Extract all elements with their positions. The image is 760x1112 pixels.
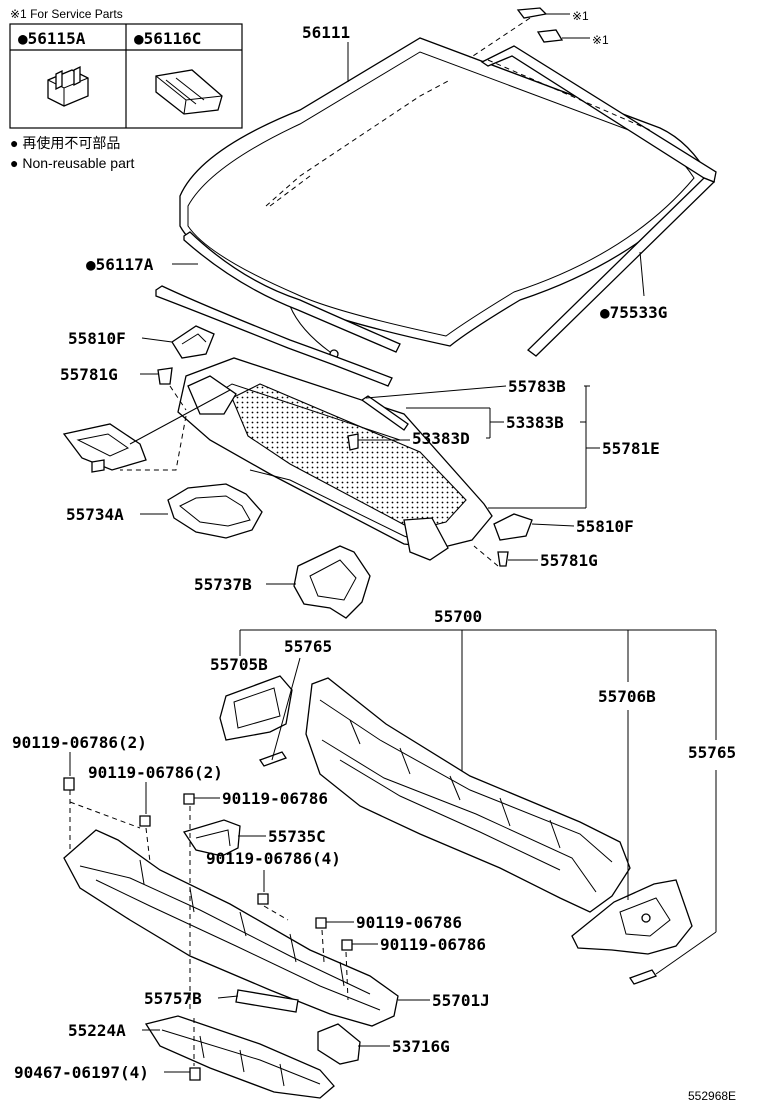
cowl-cover-left [167, 483, 263, 539]
duct-55737b [293, 545, 371, 619]
clip-56115a-drawing [47, 65, 89, 107]
label-55757b: 55757B [144, 989, 202, 1008]
bracket-left-lower [62, 423, 147, 473]
lower-cowl-drawing [63, 829, 399, 1027]
label-90467: 90467-06197(4) [14, 1063, 149, 1082]
seal-55783b-drawing [360, 395, 409, 431]
label-55700: 55700 [434, 607, 482, 626]
pad-55757b-drawing [235, 989, 299, 1013]
label-55765-left: 55765 [284, 637, 332, 656]
label-55810f-right: 55810F [576, 517, 634, 536]
label-53383d: 53383D [412, 429, 470, 448]
bracket-53716g-drawing [317, 1023, 361, 1065]
label-55765-right: 55765 [688, 743, 736, 762]
service-parts-box: ※1 For Service Parts ●56115A ●56116C ● 再… [9, 7, 243, 171]
service-mark-2: ※1 [592, 33, 609, 47]
service-mark-1: ※1 [572, 9, 589, 23]
legend-en: ● Non-reusable part [10, 155, 135, 171]
cowl-top-panel [177, 357, 493, 561]
clip-55781g-left [140, 367, 173, 385]
label-55735c: 55735C [268, 827, 326, 846]
clip-53383d-drawing [347, 433, 359, 451]
label-55783b: 55783B [508, 377, 566, 396]
service-table-col1: ●56115A [18, 29, 86, 48]
pad-55765-right-drawing [629, 969, 657, 985]
bracket-55810f-right [493, 513, 533, 541]
label-55224a: 55224A [68, 1021, 126, 1040]
diagram-code: 552968E [688, 1089, 736, 1103]
panel-55224a-drawing [144, 1015, 335, 1099]
legend-jp: ● 再使用不可部品 [10, 135, 120, 151]
label-55781g-left: 55781G [60, 365, 118, 384]
label-55737b: 55737B [194, 575, 252, 594]
label-55781e: 55781E [602, 439, 660, 458]
label-56111: 56111 [302, 23, 350, 42]
side-molding-drawing [183, 231, 401, 353]
label-55706b: 55706B [598, 687, 656, 706]
label-55734a: 55734A [66, 505, 124, 524]
label-bolt-e: 90119-06786 [356, 913, 462, 932]
lower-seal-drawing [155, 285, 393, 387]
service-table-col2: ●56116C [134, 29, 201, 48]
label-53716g: 53716G [392, 1037, 450, 1056]
label-bolt-b: 90119-06786(2) [88, 763, 223, 782]
label-bolt-a: 90119-06786(2) [12, 733, 147, 752]
upper-molding-drawing [480, 45, 717, 357]
label-55810f-left: 55810F [68, 329, 126, 348]
clip-55781g-right [497, 551, 509, 567]
service-clip-top1: ※1 [516, 7, 589, 23]
label-53383b: 53383B [506, 413, 564, 432]
label-bolt-f: 90119-06786 [380, 935, 486, 954]
bracket-55705b-drawing [219, 675, 293, 741]
bolts [63, 777, 353, 1081]
windshield-glass [179, 37, 711, 359]
label-55705b: 55705B [210, 655, 268, 674]
clip-56116c-drawing [155, 69, 223, 115]
service-note: ※1 For Service Parts [10, 7, 123, 21]
cowl-assembly-drawing [305, 677, 631, 913]
bracket-55735c-drawing [182, 819, 241, 857]
label-55781g-right: 55781G [540, 551, 598, 570]
service-clip-top2: ※1 [469, 17, 609, 59]
label-55701j: 55701J [432, 991, 490, 1010]
bracket-55706b-drawing [571, 879, 693, 955]
bracket-55810f-left [171, 325, 215, 359]
label-56117a: ●56117A [86, 255, 154, 274]
pad-55765-left-drawing [259, 751, 287, 767]
label-bolt-c: 90119-06786 [222, 789, 328, 808]
label-75533g: ●75533G [600, 303, 667, 322]
label-bolt-d: 90119-06786(4) [206, 849, 341, 868]
